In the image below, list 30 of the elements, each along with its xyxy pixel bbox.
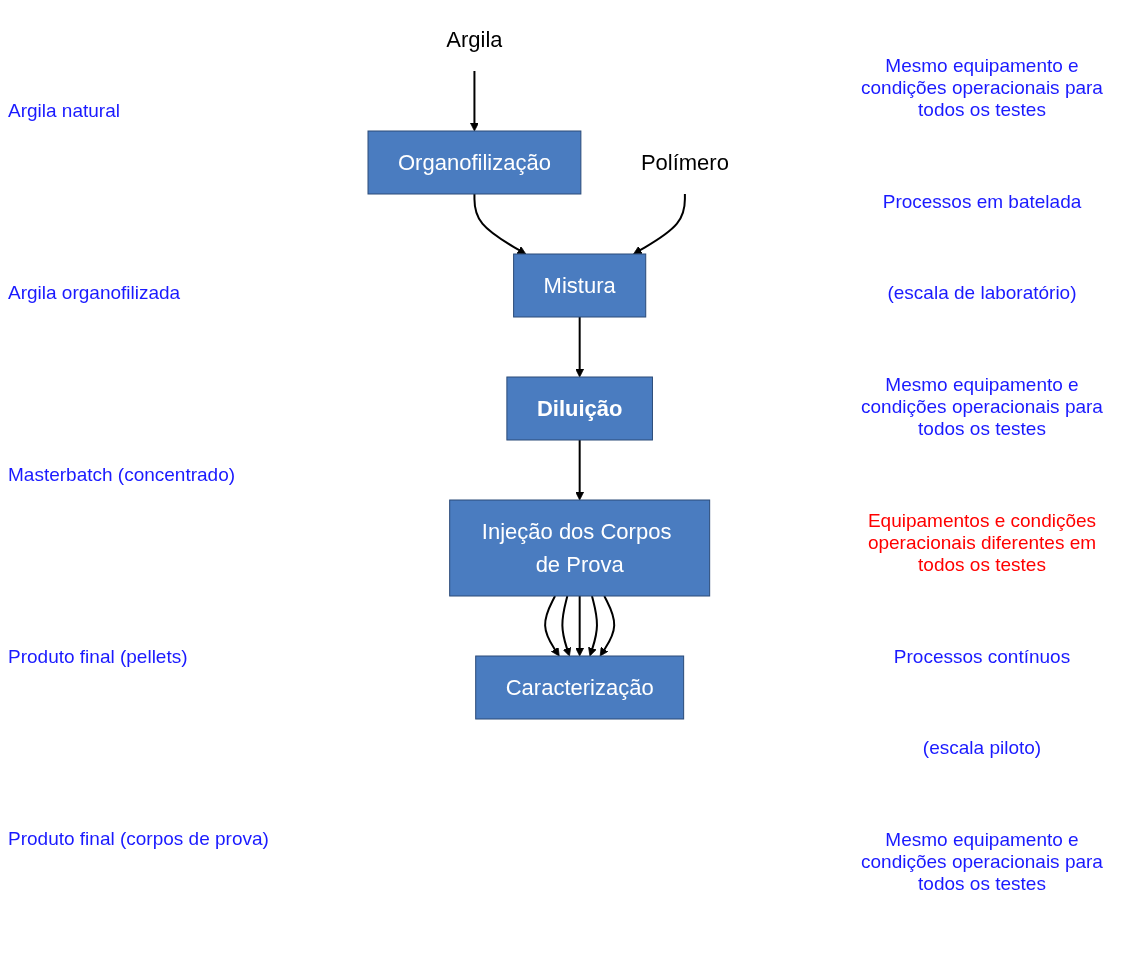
- arrow: [561, 595, 572, 657]
- node-box: Mistura: [513, 253, 647, 318]
- arrow: [588, 595, 598, 657]
- arrow: [470, 70, 479, 132]
- note-text: Mesmo equipamento e condições operacionais para todos os testes: [860, 374, 1104, 441]
- node-text: Argila: [446, 27, 503, 52]
- note-text: Mesmo equipamento e condições operacionais para todos os testes: [860, 54, 1104, 121]
- stage-label: Argila organofilizada: [8, 282, 182, 304]
- arrow: [633, 193, 686, 255]
- note-text: Equipamentos e condições operacionais diferentes em todos os testes: [866, 509, 1098, 576]
- arrow: [575, 439, 585, 501]
- node-box: Caracterização: [475, 655, 685, 720]
- node-box: Diluição: [506, 376, 653, 441]
- note-text: (escala piloto): [921, 737, 1043, 760]
- arrow: [575, 595, 585, 657]
- arrow: [575, 316, 585, 378]
- arrow: [599, 595, 616, 657]
- stage-label: Masterbatch (concentrado): [8, 464, 237, 486]
- arrow: [473, 193, 527, 255]
- note-text: Processos em batelada: [881, 190, 1083, 213]
- note-text: (escala de laboratório): [886, 282, 1078, 305]
- arrow: [544, 595, 560, 657]
- node-text: Polímero: [640, 150, 729, 175]
- stage-label: Produto final (pellets): [8, 646, 189, 668]
- node-box: Injeção dos Corpos de Prova: [449, 499, 711, 597]
- stage-label: Produto final (corpos de prova): [8, 828, 270, 850]
- stage-label: Argila natural: [8, 100, 121, 122]
- note-text: Processos contínuos: [892, 645, 1072, 668]
- node-box: Organofilização: [367, 130, 582, 195]
- note-text: Mesmo equipamento e condições operacionais para todos os testes: [860, 829, 1104, 896]
